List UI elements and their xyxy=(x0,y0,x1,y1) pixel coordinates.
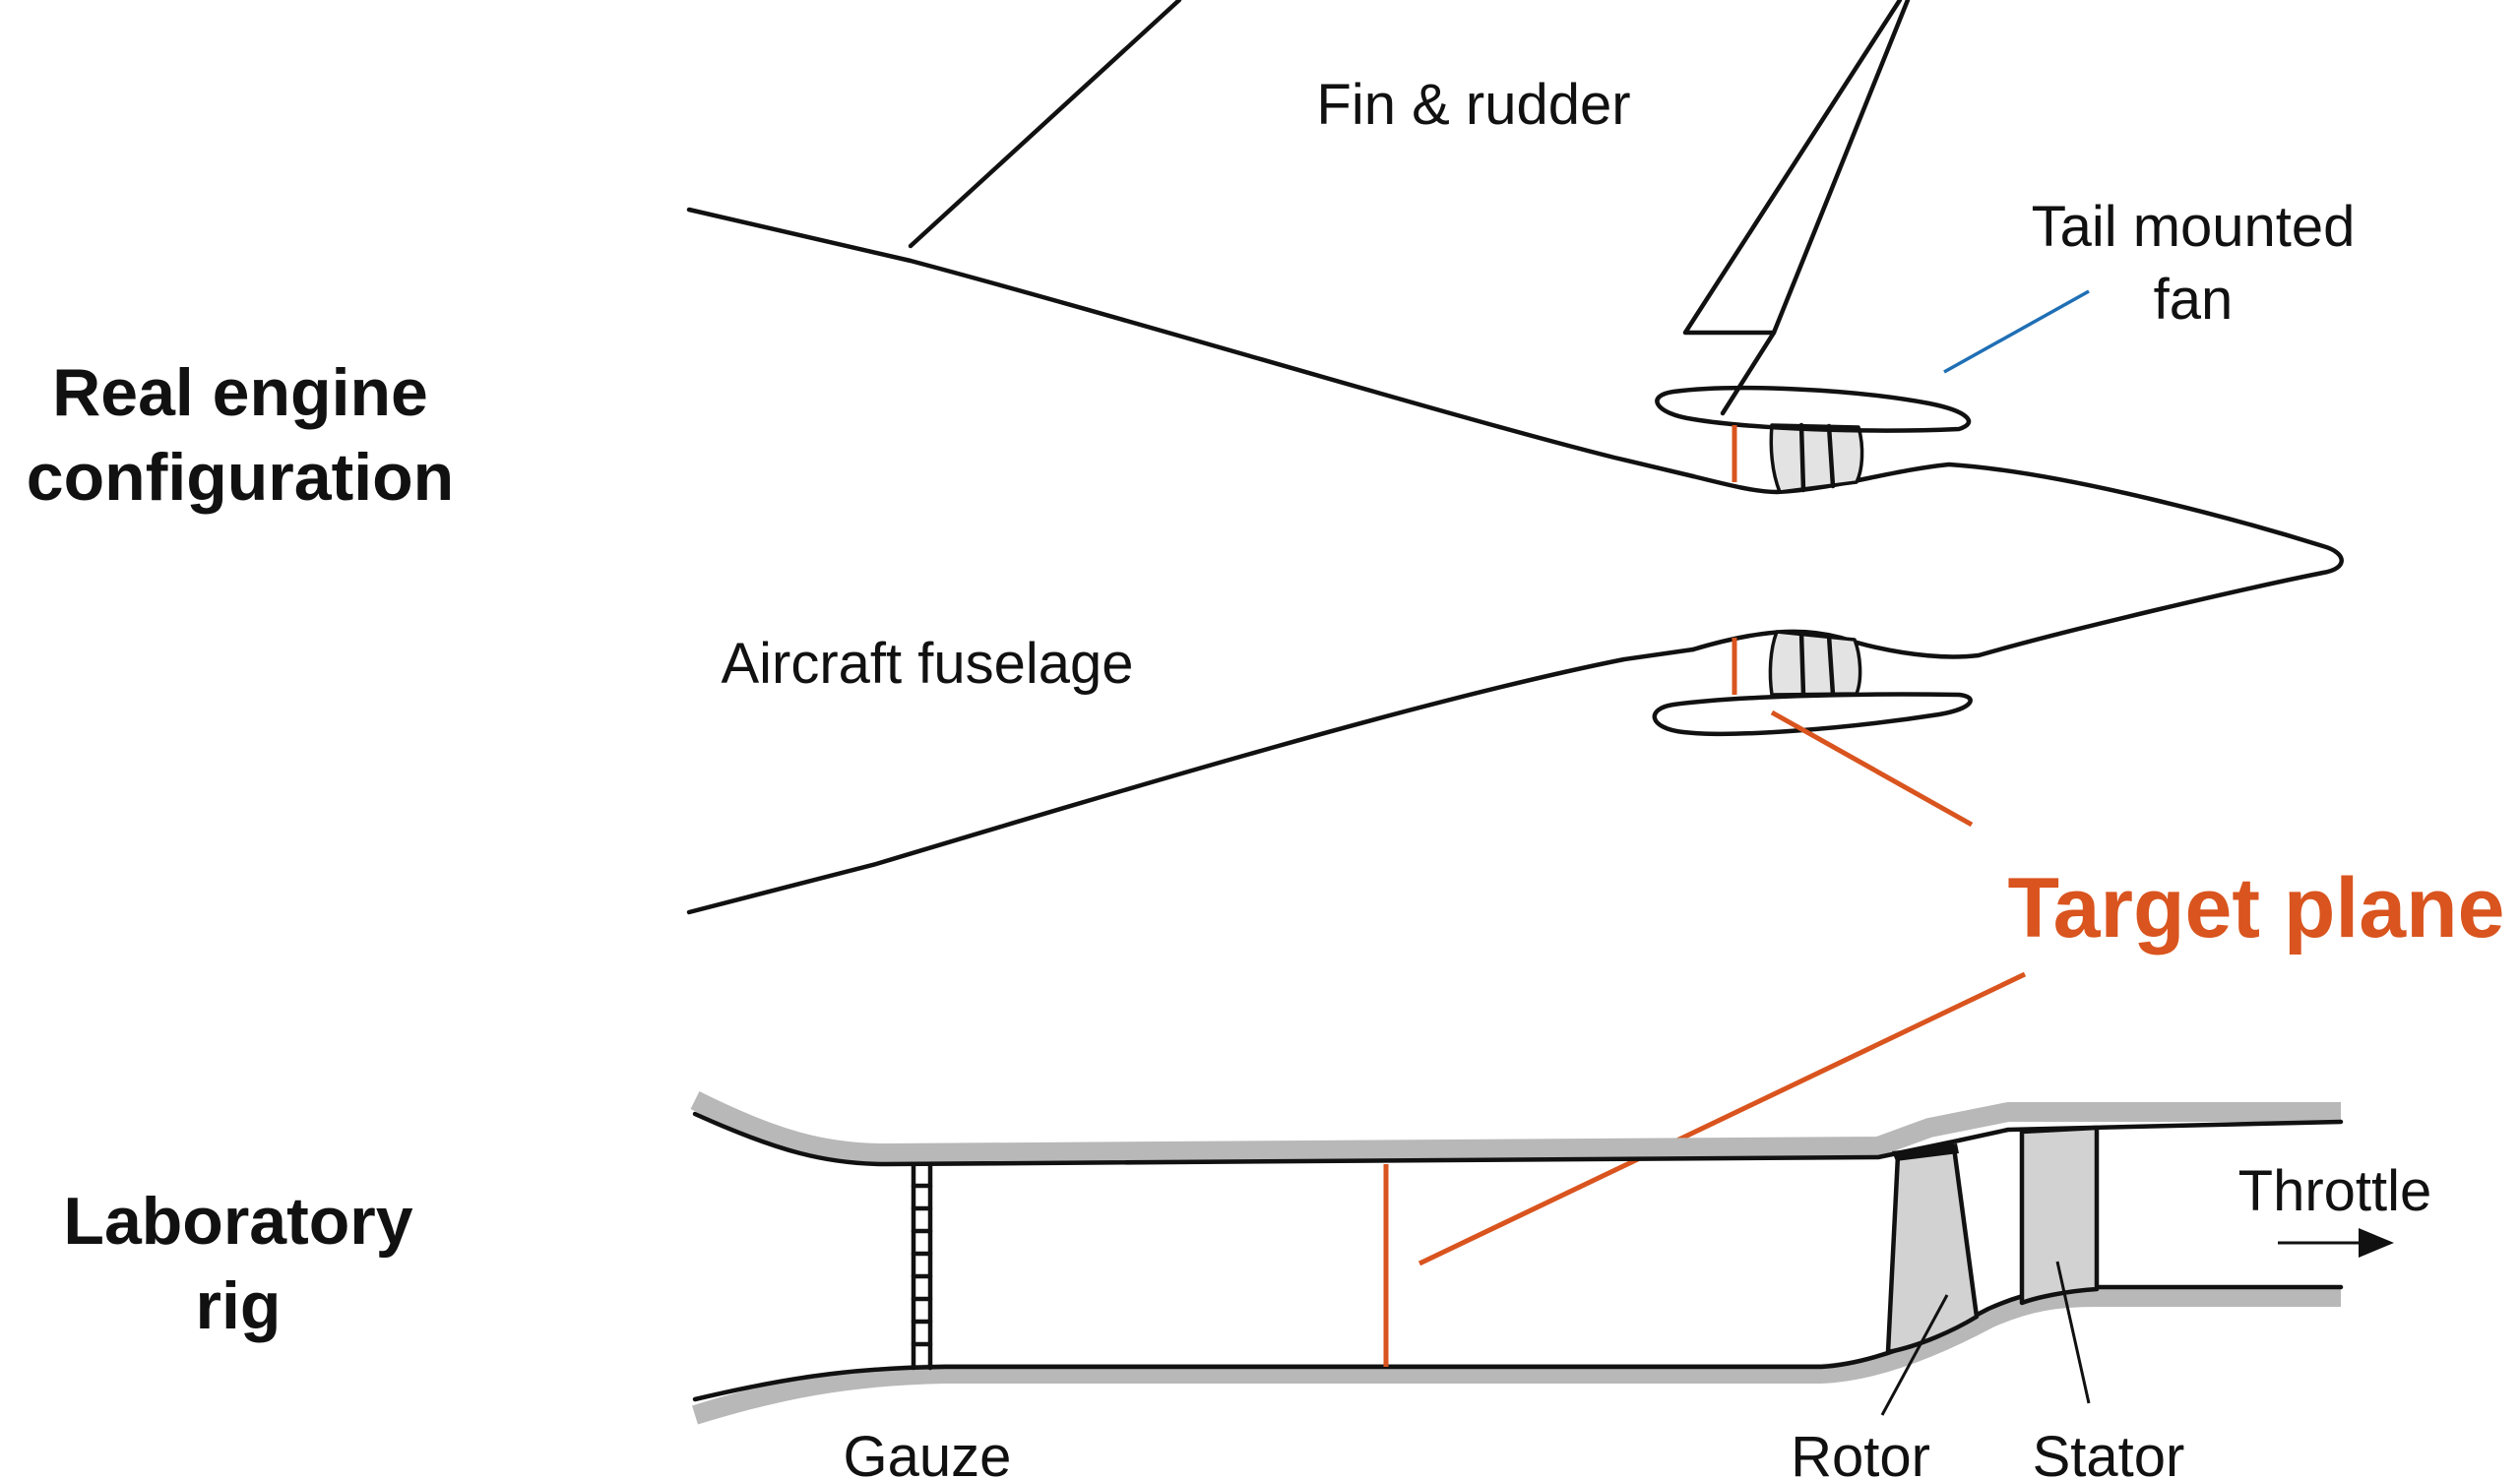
rudder-strip xyxy=(1682,0,1911,336)
target-leader-lower xyxy=(1418,971,2027,1266)
rig-lower-wall-shade xyxy=(692,1287,2341,1425)
rotor-blade xyxy=(1885,1144,1980,1355)
target-leader-upper xyxy=(1770,709,1974,828)
stator-label: Stator xyxy=(2033,1425,2185,1480)
section-title-real: Real engine xyxy=(52,355,428,430)
tail-cone xyxy=(1690,462,2344,659)
rig-upper-wall-shade xyxy=(690,1091,2341,1163)
fan-label: Tail mounted xyxy=(2032,195,2356,259)
gauze xyxy=(911,1162,933,1371)
fuselage-label: Aircraft fuselage xyxy=(721,632,1133,696)
throttle-label: Throttle xyxy=(2238,1159,2432,1223)
fan-blade-lower-divider-2 xyxy=(1826,633,1836,698)
fan-blade-upper-divider-1 xyxy=(1798,422,1806,493)
rotor-tip-band xyxy=(1892,1143,1959,1161)
fan-label-line2: fan xyxy=(2154,268,2234,332)
fuselage-upper-line xyxy=(686,207,1696,479)
fan-blade-lower xyxy=(1768,630,1862,697)
fin-leading-edge xyxy=(908,0,1182,249)
rig-upper-wall xyxy=(692,1111,2344,1167)
target-plane-label: Target plane xyxy=(2008,861,2505,956)
stator-blade xyxy=(2019,1125,2100,1306)
rotor-leader-line xyxy=(1880,1294,1949,1416)
fin-rudder-label: Fin & rudder xyxy=(1316,73,1630,137)
fan-blade-upper xyxy=(1769,423,1864,494)
fan-blade-upper-divider-2 xyxy=(1826,423,1836,489)
gauze-label: Gauze xyxy=(844,1425,1012,1480)
section-title-lab-line2: rig xyxy=(196,1268,282,1343)
lab-rig-group xyxy=(690,1091,2344,1425)
section-title-lab: Laboratory xyxy=(63,1184,412,1259)
nacelle-upper xyxy=(1655,385,1972,433)
fan-leader-line xyxy=(1943,289,2090,374)
nacelle-lower xyxy=(1652,692,1973,736)
fan-blade-lower-divider-1 xyxy=(1798,630,1806,698)
rotor-label: Rotor xyxy=(1791,1425,1930,1480)
section-title-real-line2: configuration xyxy=(27,440,454,515)
rudder-inner-edge xyxy=(1720,330,1777,416)
stator-leader-line xyxy=(2055,1261,2091,1404)
fuselage-lower-line xyxy=(686,647,1696,915)
real-engine-group xyxy=(686,0,2344,915)
